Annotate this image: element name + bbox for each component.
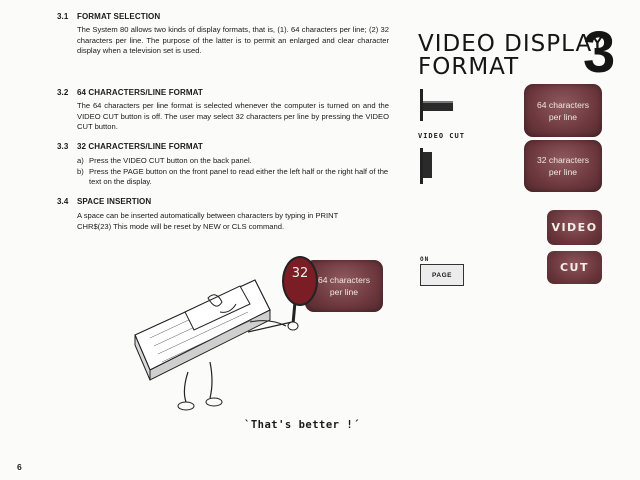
section-number: 3.1 (57, 12, 69, 21)
section-title-text: SPACE INSERTION (77, 197, 152, 206)
heading-line-2: FORMAT (418, 54, 520, 80)
section-3-4-body: A space can be inserted automatically be… (77, 211, 339, 231)
list-item: b) Press the PAGE button on the front pa… (77, 167, 389, 188)
page-number: 6 (17, 462, 22, 472)
lens-number: 32 (291, 266, 309, 281)
list-item-text: Press the VIDEO CUT button on the back p… (89, 156, 252, 165)
heading-line-1: VIDEO DISPLAY (418, 31, 606, 57)
on-label: ON (420, 256, 430, 263)
video-cut-label: VIDEO CUT (418, 132, 465, 140)
tv-text-line-1: 64 characters (317, 275, 371, 285)
section-title-text: 32 CHARACTERS/LINE FORMAT (77, 142, 203, 151)
tv-screen-64: 64 characters per line (524, 84, 602, 137)
section-title-text: FORMAT SELECTION (77, 12, 161, 21)
section-number: 3.4 (57, 197, 69, 206)
list-item-text: Press the PAGE button on the front panel… (89, 166, 389, 187)
cartoon-computer-illustration (130, 240, 390, 420)
section-3-1-title: 3.1 FORMAT SELECTION (57, 12, 160, 21)
list-marker: b) (77, 166, 84, 176)
list-marker: a) (77, 156, 84, 165)
section-3-1-body: The System 80 allows two kinds of displa… (77, 25, 389, 56)
cut-button[interactable]: CUT (547, 251, 602, 284)
illustration-caption: `That's better !´ (244, 419, 360, 431)
tv-screen-32: 32 characters per line (524, 140, 602, 192)
list-item: a) Press the VIDEO CUT button on the bac… (77, 156, 389, 167)
section-3-2-title: 3.2 64 CHARACTERS/LINE FORMAT (57, 88, 203, 97)
toggle-switch-off-icon (418, 87, 458, 123)
tv-text-line-2: per line (329, 287, 359, 297)
section-3-2-body: The 64 characters per line format is sel… (77, 101, 389, 132)
section-3-3-list: a) Press the VIDEO CUT button on the bac… (77, 156, 389, 188)
tv-text-line-1: 64 characters (536, 99, 590, 110)
magnifier-icon: 32 (282, 256, 318, 306)
section-3-3-title: 3.3 32 CHARACTERS/LINE FORMAT (57, 142, 203, 151)
section-3-4-title: 3.4 SPACE INSERTION (57, 197, 151, 206)
toggle-switch-on-icon (418, 146, 438, 186)
section-number: 3.2 (57, 88, 69, 97)
tv-text-line-2: per line (548, 111, 578, 122)
section-number: 3.3 (57, 142, 69, 151)
video-button[interactable]: VIDEO (547, 210, 602, 245)
page-button-label: PAGE (432, 271, 452, 279)
illustration-tv-screen: 64 characters per line (305, 260, 383, 312)
page-heading: VIDEO DISPLAY FORMAT (418, 33, 605, 79)
chapter-number: 3 (583, 20, 616, 85)
tv-text-line-2: per line (548, 167, 578, 177)
page-button[interactable]: PAGE (420, 264, 464, 286)
section-title-text: 64 CHARACTERS/LINE FORMAT (77, 88, 203, 97)
tv-text-line-1: 32 characters (536, 155, 590, 165)
